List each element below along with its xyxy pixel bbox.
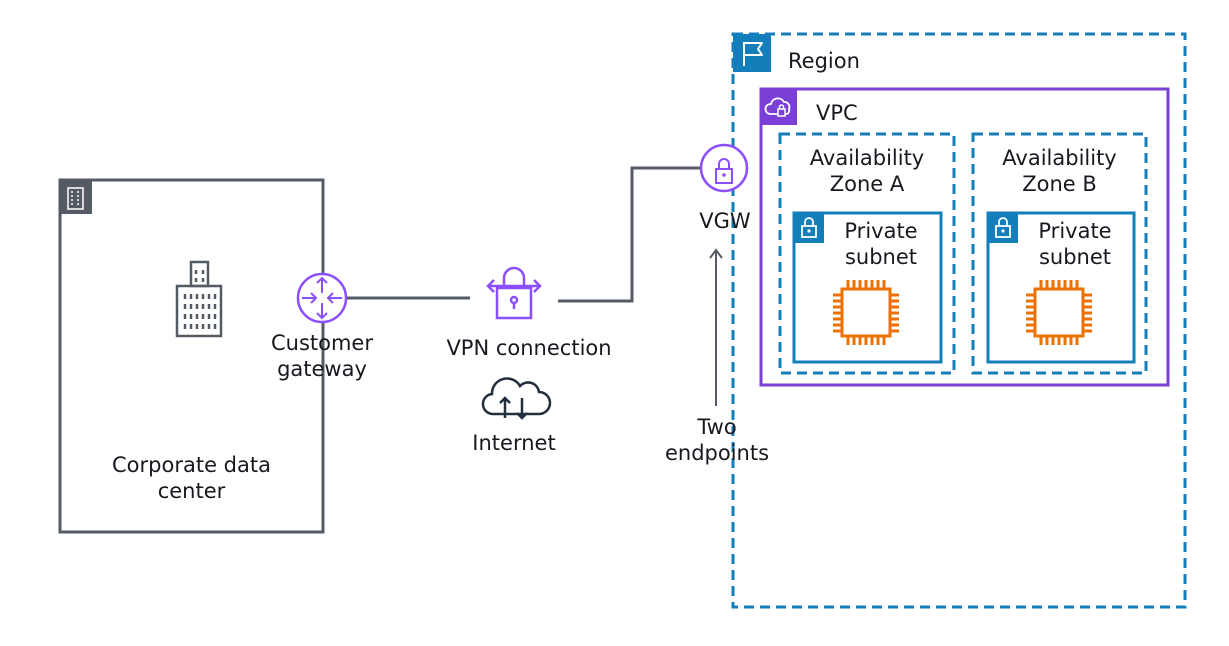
customer-gateway-line2: gateway bbox=[277, 357, 367, 381]
vpn-connection-label: VPN connection bbox=[446, 336, 612, 360]
subnet-a-line2: subnet bbox=[844, 245, 918, 269]
subnet-a-label: Private subnet bbox=[826, 218, 936, 270]
cloud-internet-icon bbox=[481, 377, 552, 420]
zone-b-line2: Zone B bbox=[1022, 172, 1097, 196]
zone-a-line2: Zone A bbox=[829, 172, 905, 196]
zone-b-label: Availability Zone B bbox=[983, 145, 1136, 197]
availability-zone-a bbox=[778, 132, 956, 375]
vpc-cloud-lock-icon bbox=[761, 89, 797, 125]
endpoints-label: Two endpoints bbox=[650, 414, 784, 466]
vgw-lock-icon bbox=[699, 143, 749, 193]
router-icon bbox=[296, 272, 348, 324]
subnet-b-line2: subnet bbox=[1038, 245, 1112, 269]
subnet-lock-icon bbox=[988, 213, 1018, 243]
ec2-instance-icon bbox=[1026, 280, 1092, 345]
corporate-label: Corporate data center bbox=[60, 452, 323, 504]
subnet-lock-icon bbox=[794, 213, 824, 243]
flag-icon bbox=[733, 34, 771, 72]
customer-gateway-line1: Customer bbox=[270, 331, 373, 355]
zone-a-line1: Availability bbox=[809, 146, 925, 170]
zone-b-line1: Availability bbox=[1002, 146, 1117, 170]
customer-gateway-label: Customer gateway bbox=[252, 330, 392, 382]
subnet-a-line1: Private bbox=[844, 219, 918, 243]
endpoints-line1: Two bbox=[697, 415, 737, 439]
subnet-b-label: Private subnet bbox=[1020, 218, 1130, 270]
vpc-label: VPC bbox=[816, 101, 858, 125]
vpn-lock-icon bbox=[486, 266, 542, 320]
corporate-line2: center bbox=[157, 479, 226, 503]
corporate-line1: Corporate data bbox=[112, 453, 271, 477]
internet-label: Internet bbox=[472, 431, 556, 455]
region-label: Region bbox=[788, 49, 860, 73]
vpn-to-vgw-line bbox=[558, 166, 700, 303]
zone-a-label: Availability Zone A bbox=[790, 145, 944, 197]
private-subnet-a bbox=[792, 211, 943, 364]
building-icon bbox=[175, 260, 223, 338]
ec2-instance-icon bbox=[833, 280, 899, 345]
vgw-label: VGW bbox=[699, 209, 751, 233]
region-boundary bbox=[731, 32, 1187, 609]
endpoints-arrow bbox=[709, 248, 723, 406]
corporate-badge-icon bbox=[60, 180, 92, 214]
vpc-boundary bbox=[759, 87, 1170, 387]
subnet-b-line1: Private bbox=[1038, 219, 1112, 243]
endpoints-line2: endpoints bbox=[664, 441, 770, 465]
corporate-datacenter-boundary bbox=[58, 178, 325, 534]
availability-zone-b bbox=[971, 132, 1148, 375]
private-subnet-b bbox=[986, 211, 1136, 364]
